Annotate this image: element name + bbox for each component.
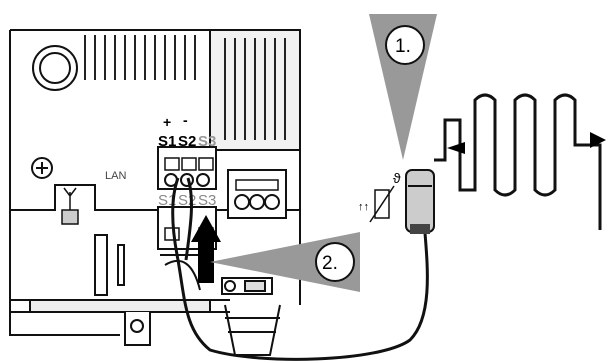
terminal-s1-label: S1 <box>158 133 176 150</box>
connector-block-right <box>227 169 287 219</box>
insertion-arrow <box>191 215 221 283</box>
sensor-cable <box>171 177 429 361</box>
terminal-block-top <box>157 146 217 190</box>
polarity-minus-label: - <box>183 112 188 128</box>
step-1-label: 1. <box>395 36 411 57</box>
screw-icon <box>31 157 53 179</box>
small-connector <box>221 277 273 295</box>
round-knob <box>32 45 78 91</box>
theta-label: ϑ <box>393 170 401 186</box>
vent-slots <box>84 35 286 140</box>
temperature-sensor <box>405 169 435 234</box>
terminal-bottom-s3-label: S3 <box>198 192 216 209</box>
step-2-label: 2. <box>322 253 338 274</box>
thermistor-symbol <box>369 185 395 223</box>
lower-housing <box>10 234 281 356</box>
terminal-bottom-s2-label: S2 <box>178 192 196 209</box>
lan-label: LAN <box>105 170 126 182</box>
terminal-s3-label: S3 <box>198 133 216 150</box>
flow-arrow-icon <box>447 132 606 154</box>
step-1-marker <box>369 14 437 160</box>
pipe-coil <box>434 93 602 230</box>
polarity-plus-label: + <box>163 114 171 130</box>
terminal-s2-label: S2 <box>178 133 196 150</box>
rise-arrows-label: ↑↑ <box>358 201 369 213</box>
step-2-marker <box>210 232 360 292</box>
antenna-icon <box>61 187 79 225</box>
